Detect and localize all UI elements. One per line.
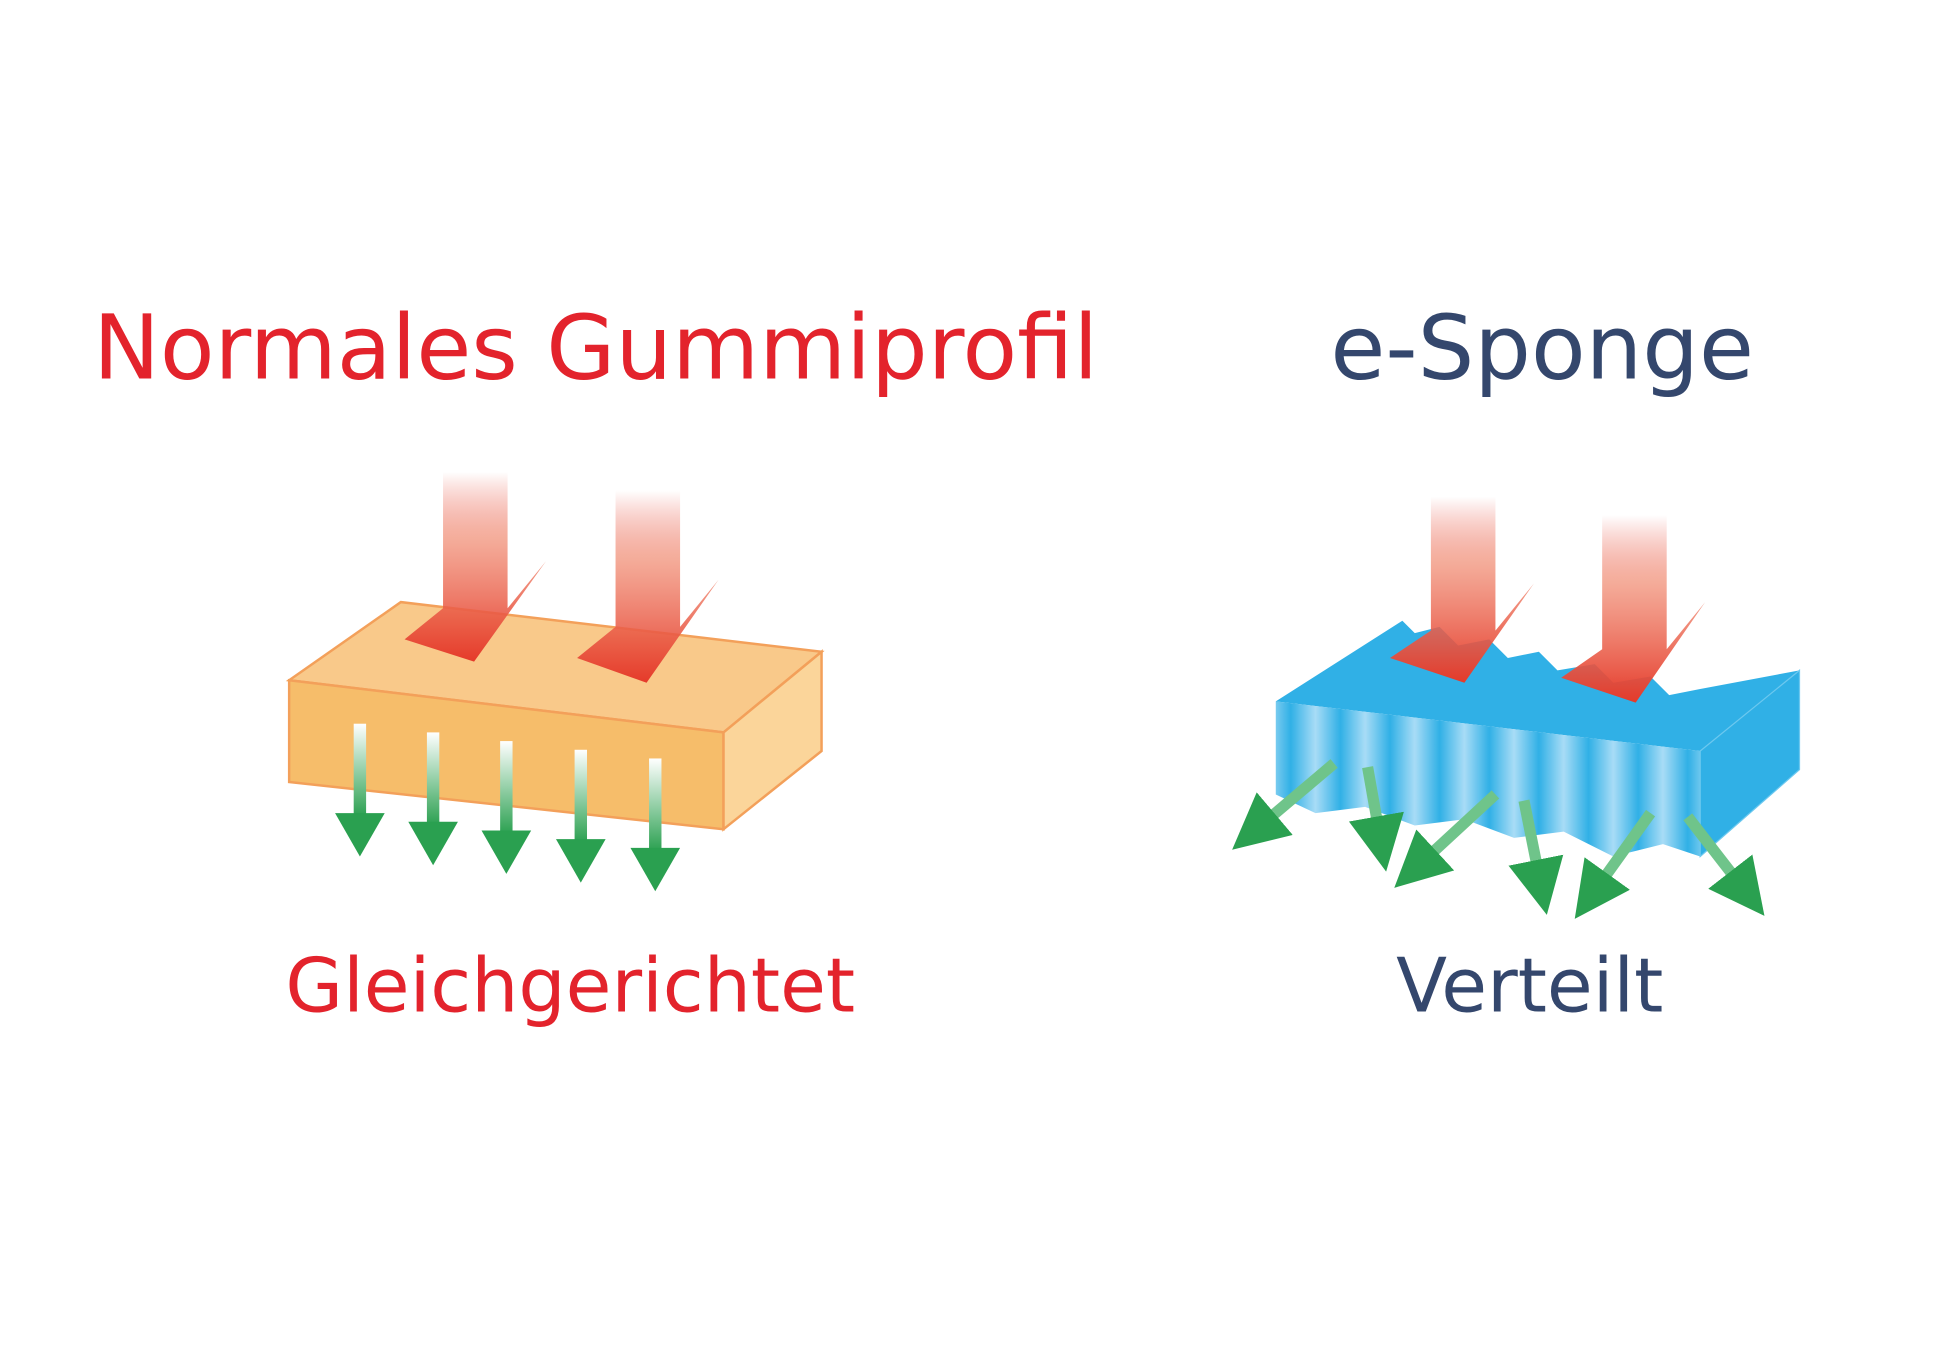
- force-arrow-icon: [404, 471, 547, 662]
- diagonal-arrow-icon: [1683, 813, 1765, 916]
- down-arrow-icon: [555, 749, 606, 883]
- output-arrows-right: [1232, 759, 1765, 919]
- down-arrow-icon: [630, 758, 681, 892]
- force-arrows-left: [404, 471, 719, 683]
- diagonal-arrow-icon: [1508, 799, 1564, 915]
- down-arrow-icon: [335, 723, 385, 857]
- left-caption: Gleichgerichtet: [285, 943, 855, 1030]
- left-title: Normales Gummiprofil: [93, 297, 1098, 401]
- right-title: e-Sponge: [1330, 297, 1754, 401]
- output-arrows-left: [335, 723, 681, 892]
- force-arrows-right: [1389, 496, 1706, 703]
- diagonal-arrow-icon: [1574, 809, 1656, 919]
- force-arrow-icon: [577, 490, 719, 683]
- diagonal-arrow-icon: [1232, 759, 1338, 850]
- diagonal-arrow-icon: [1348, 766, 1404, 872]
- down-arrow-icon: [408, 732, 458, 866]
- rubber-profile-block: [285, 600, 825, 832]
- force-arrow-icon: [1389, 496, 1534, 683]
- force-arrow-icon: [1561, 515, 1706, 703]
- right-caption: Verteilt: [1396, 943, 1663, 1030]
- diagonal-arrow-icon: [1394, 790, 1500, 888]
- down-arrow-icon: [481, 741, 532, 874]
- e-sponge-block: [1275, 620, 1801, 858]
